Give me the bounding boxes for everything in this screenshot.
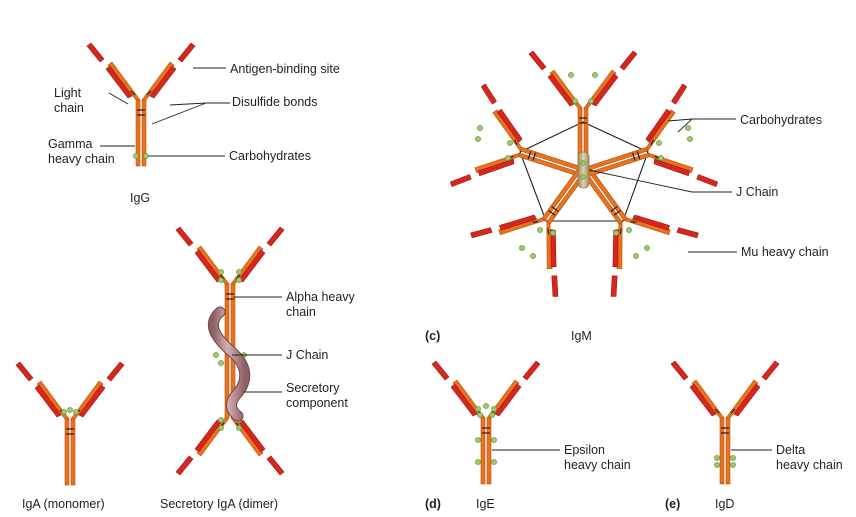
gamma-heavy-chain-label: Gamma heavy chain <box>48 137 115 166</box>
mu-heavy-chain-label: Mu heavy chain <box>741 245 829 259</box>
carbohydrates-igm-label: Carbohydrates <box>740 113 822 127</box>
disulfide-bonds-label: Disulfide bonds <box>232 95 317 109</box>
panel-c-label: (c) <box>425 329 440 343</box>
secretory-iga-title: Secretory IgA (dimer) <box>160 497 278 511</box>
light-chain-label: Light chain <box>54 86 85 115</box>
j-chain-igm-label: J Chain <box>736 185 778 199</box>
secretory-iga-molecule <box>176 227 284 475</box>
alpha-heavy-chain-label: Alpha heavy chain <box>286 290 358 319</box>
iga-monomer-title: IgA (monomer) <box>22 497 105 511</box>
carbohydrates-igm-leader <box>668 119 736 132</box>
j-chain-iga-label: J Chain <box>286 348 328 362</box>
igg-title: IgG <box>130 191 150 205</box>
j-chain-igm <box>578 152 589 188</box>
ige-molecule <box>432 361 540 484</box>
panel-e-label: (e) <box>665 497 680 511</box>
igd-molecule <box>671 361 779 484</box>
iga-monomer-molecule <box>16 362 124 485</box>
carbohydrates-igg-label: Carbohydrates <box>229 149 311 163</box>
igm-title: IgM <box>571 329 592 343</box>
ige-title: IgE <box>476 497 495 511</box>
delta-heavy-chain-label: Delta heavy chain <box>776 443 843 472</box>
igm-molecule <box>449 51 719 299</box>
disulfide-bonds-leader <box>152 103 230 124</box>
secretory-component-label: Secretory component <box>286 381 348 410</box>
igd-title: IgD <box>715 497 734 511</box>
antigen-binding-site-label: Antigen-binding site <box>230 62 340 76</box>
panel-d-label: (d) <box>425 497 441 511</box>
epsilon-heavy-chain-label: Epsilon heavy chain <box>564 443 631 472</box>
